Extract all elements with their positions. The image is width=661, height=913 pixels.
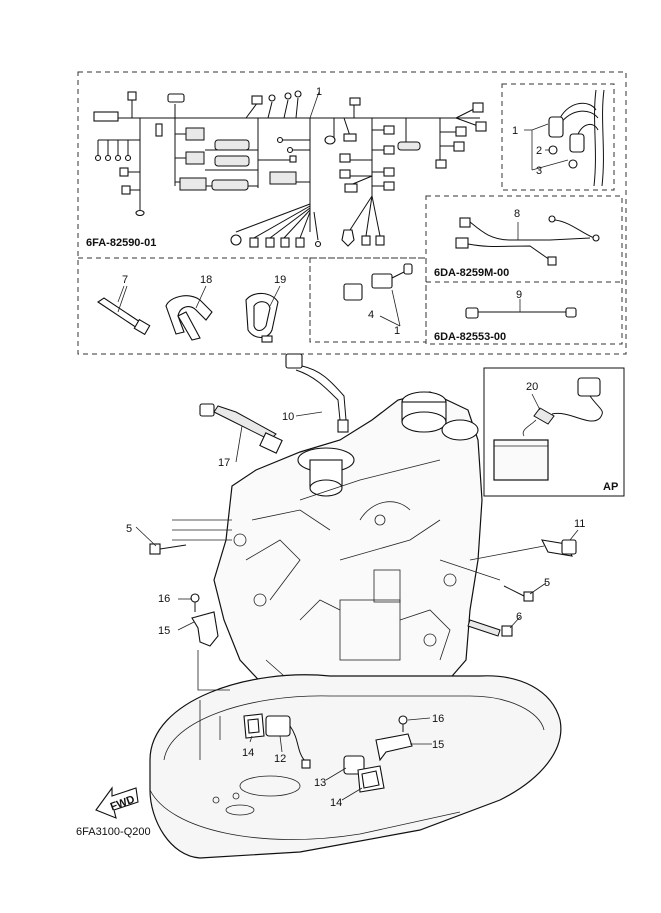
callout-14-bottom: 14 [330, 797, 342, 809]
inset-sensor-assembly [524, 89, 605, 187]
grommet-14-left [243, 713, 265, 739]
callout-9: 9 [516, 289, 522, 301]
engine-block [213, 391, 483, 741]
bracket-15-16-right [375, 715, 413, 762]
callout-11: 11 [574, 518, 585, 530]
callout-12: 12 [274, 753, 286, 765]
callout-1-relay: 1 [394, 325, 400, 337]
cable-tie-7 [97, 285, 151, 336]
ap-inset [483, 367, 625, 497]
sensor-11 [469, 539, 577, 561]
callout-16-left: 16 [158, 593, 170, 605]
callout-19: 19 [274, 274, 286, 286]
callout-5-left: 5 [126, 523, 132, 535]
kit-frame [77, 71, 627, 355]
harness-connectors [93, 90, 487, 248]
callout-1-inset: 1 [512, 125, 518, 137]
callout-15-left: 15 [158, 625, 170, 637]
callout-8: 8 [514, 208, 520, 220]
drawing-code: 6FA3100-Q200 [76, 826, 151, 838]
callout-20: 20 [526, 381, 538, 393]
clamp-18 [165, 285, 213, 341]
callout-18: 18 [200, 274, 212, 286]
callout-15-right: 15 [432, 739, 444, 751]
callout-4: 4 [368, 309, 374, 321]
callout-13: 13 [314, 777, 326, 789]
grommet-14-bottom [357, 765, 385, 793]
sensor-10 [285, 353, 349, 433]
fwd-arrow [95, 786, 139, 819]
callout-2: 2 [536, 145, 542, 157]
lead-8-assembly [455, 215, 600, 266]
relay-4 [343, 263, 413, 327]
leader-lines [117, 91, 579, 801]
lead-9-assembly [465, 299, 577, 319]
switch-12 [265, 715, 311, 769]
kit-code-lead-9: 6DA-82553-00 [434, 331, 506, 343]
bolt-6 [467, 619, 513, 637]
callout-14-left: 14 [242, 747, 254, 759]
clamp-19 [245, 285, 281, 343]
bracket-15-16-left [190, 593, 230, 691]
bolt-5-right [439, 559, 534, 602]
ap-label: AP [603, 481, 618, 493]
callout-10: 10 [282, 411, 294, 423]
kit-code-lead-8: 6DA-8259M-00 [434, 267, 509, 279]
callout-7: 7 [122, 274, 128, 286]
callout-16-right: 16 [432, 713, 444, 725]
sensor-17 [199, 403, 283, 454]
callout-17: 17 [218, 457, 230, 469]
kit-codes: 6FA-82590-01 6DA-8259M-00 6DA-82553-00 [86, 237, 509, 343]
callout-5-right: 5 [544, 577, 550, 589]
bolt-5-left [149, 519, 232, 555]
callout-6: 6 [516, 611, 522, 623]
wire-harness [97, 97, 480, 241]
kit-code-harness: 6FA-82590-01 [86, 237, 156, 249]
callout-3: 3 [536, 165, 542, 177]
callout-1-harness: 1 [316, 86, 322, 98]
